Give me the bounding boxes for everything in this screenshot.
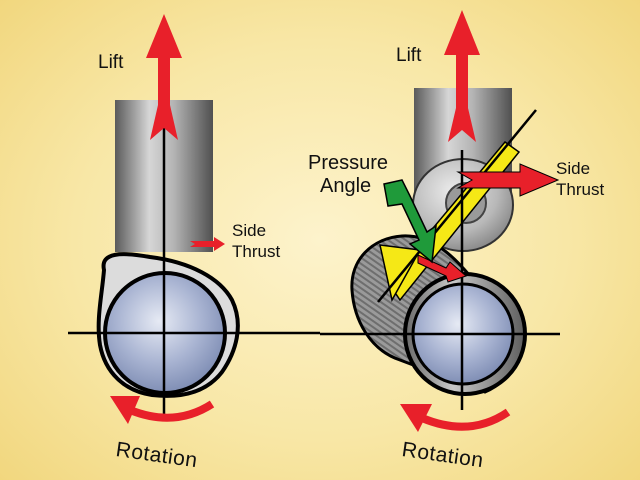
left-side-thrust-label-line2: Thrust [232,242,281,261]
right-lift-label: Lift [396,45,422,66]
right-side-thrust-label-line1: Side [556,159,591,178]
left-side-thrust-arrow [190,237,225,251]
left-side-thrust-label-line1: Side [232,221,267,240]
right-lift-arrow [444,10,480,142]
right-contact-force-arrow [417,254,467,283]
right-side-thrust-arrow [456,163,560,197]
left-rotation-arrow [110,396,215,424]
pressure-angle-label-line1: Pressure [308,152,389,174]
pressure-angle-arrow [383,179,437,264]
pressure-angle-label-line2: Angle [320,175,372,197]
right-rotation-arrow [400,404,511,432]
left-lift-label: Lift [98,52,124,73]
left-axis-lines [68,80,320,420]
right-axis-lines [320,109,560,410]
right-side-thrust-label-line2: Thrust [556,180,605,199]
left-lift-arrow [146,14,182,140]
